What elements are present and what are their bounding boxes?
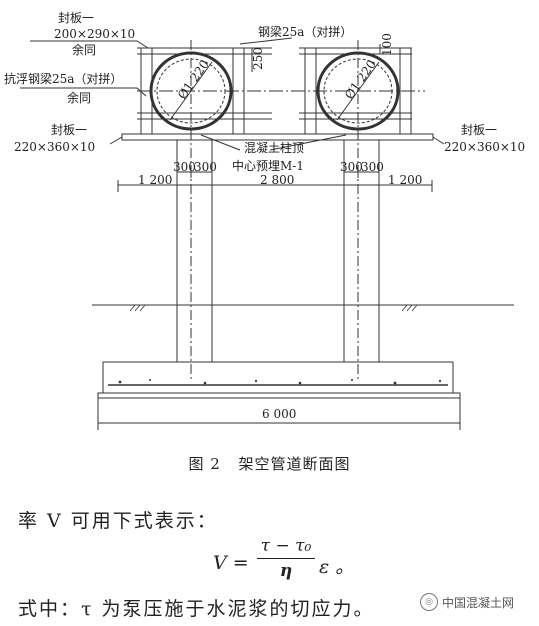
dim-300-a: 300 (173, 160, 196, 174)
right-plate-label: 封板一 (461, 123, 497, 137)
figure-caption: 图 2 架空管道断面图 (0, 453, 539, 474)
top-left-plate-label: 封板一 (58, 11, 94, 25)
right-pipe-diameter: Ø1 220 (342, 57, 379, 101)
top-left-plate-size: 200×290×10 (54, 27, 135, 41)
dim-2800: 2 800 (260, 173, 294, 187)
watermark-logo-icon: ◎ (420, 593, 438, 611)
equation-numerator: τ − τ₀ (260, 536, 312, 556)
figure-number: 图 2 (188, 455, 221, 473)
right-plate-size: 220×360×10 (444, 140, 525, 154)
velocity-equation: V = τ − τ₀ η ε 。 (213, 536, 383, 592)
top-left-rest-same: 余同 (72, 42, 96, 57)
left-plate-size: 220×360×10 (14, 140, 95, 154)
equation-rhs: ε 。 (319, 556, 355, 578)
dim-100: 100 (380, 33, 394, 56)
watermark-text: 中国混凝土网 (442, 595, 515, 610)
left-pipe-diameter: Ø1 220 (175, 57, 212, 101)
text-line-1: 率 V 可用下式表示： (18, 510, 218, 532)
embedded-label: 中心预埋M-1 (232, 158, 304, 173)
equation-denominator: η (279, 561, 293, 581)
column-top-label: 混凝土柱顶 (244, 140, 304, 155)
watermark: ◎ 中国混凝土网 (420, 593, 514, 611)
dim-250: 250 (251, 47, 265, 70)
dim-300-c: 300 (340, 160, 363, 174)
column-top-plate (121, 133, 434, 141)
equation-fraction: τ − τ₀ η (257, 536, 315, 581)
dim-300-b: 300 (194, 160, 217, 174)
dim-1200-right: 1 200 (388, 173, 422, 187)
dim-300-d: 300 (361, 160, 384, 174)
dim-1200-left: 1 200 (138, 173, 172, 187)
figure-title: 架空管道断面图 (238, 455, 351, 473)
foundation (97, 361, 461, 399)
antifloat-beam-label: 抗浮钢梁25a（对拼） (4, 71, 122, 86)
antifloat-rest-same: 余同 (67, 90, 91, 105)
dim-6000: 6 000 (262, 407, 296, 421)
left-plate-label: 封板一 (51, 123, 87, 137)
pipe-section-drawing: 封板一 200×290×10 余同 钢梁25a（对拼） 250 100 Ø1 2… (4, 11, 525, 430)
equation-lhs: V = (213, 552, 249, 574)
text-line-2: 式中：τ 为泵压施于水泥浆的切应力。 (18, 598, 375, 620)
steel-beam-label: 钢梁25a（对拼） (258, 24, 352, 39)
